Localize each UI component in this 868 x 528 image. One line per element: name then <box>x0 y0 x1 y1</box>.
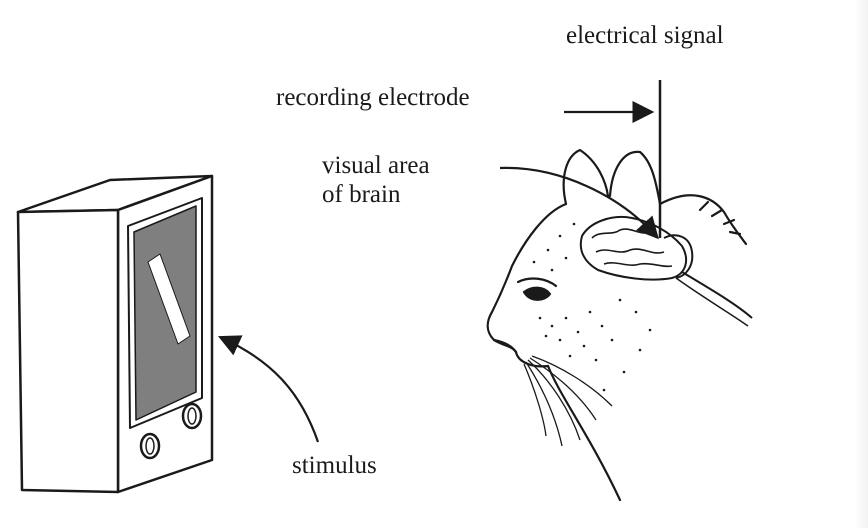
cat-neck <box>658 194 748 246</box>
cat-neck-fur <box>698 200 742 236</box>
label-electrical-signal: electrical signal <box>566 22 724 49</box>
monitor <box>16 174 214 494</box>
brain-outline <box>579 216 688 281</box>
cat-ear-left <box>562 148 610 206</box>
visual-area-arrow <box>499 166 659 240</box>
electrode-cable-2 <box>675 277 749 327</box>
monitor-side <box>16 208 120 494</box>
cat-throat <box>546 364 622 502</box>
label-stimulus: stimulus <box>292 452 377 479</box>
cat-ear-right <box>608 150 662 206</box>
cat-head <box>486 148 748 502</box>
knob-left-inner <box>145 437 155 455</box>
knob-left <box>139 432 161 460</box>
knob-right <box>181 402 203 430</box>
label-visual-area-line1: visual area <box>322 152 430 179</box>
label-visual-area-line2: of brain <box>322 180 401 208</box>
edge-strip <box>854 0 868 528</box>
label-recording-electrode: recording electrode <box>276 84 470 111</box>
stimulus-bar <box>147 253 191 345</box>
cat-fur-stipple <box>532 222 652 392</box>
cat-eye <box>522 286 552 301</box>
cat-whiskers <box>523 355 613 447</box>
electrode-cable <box>681 271 753 319</box>
screen <box>133 205 197 421</box>
label-visual-area: visual area of brain <box>322 152 430 210</box>
cat-brain <box>579 216 694 281</box>
cat-brow <box>516 277 558 288</box>
stimulus-arrow <box>218 335 320 443</box>
cat-mouth <box>492 338 518 354</box>
cat-face-profile <box>486 202 568 368</box>
knob-right-inner <box>187 407 197 425</box>
